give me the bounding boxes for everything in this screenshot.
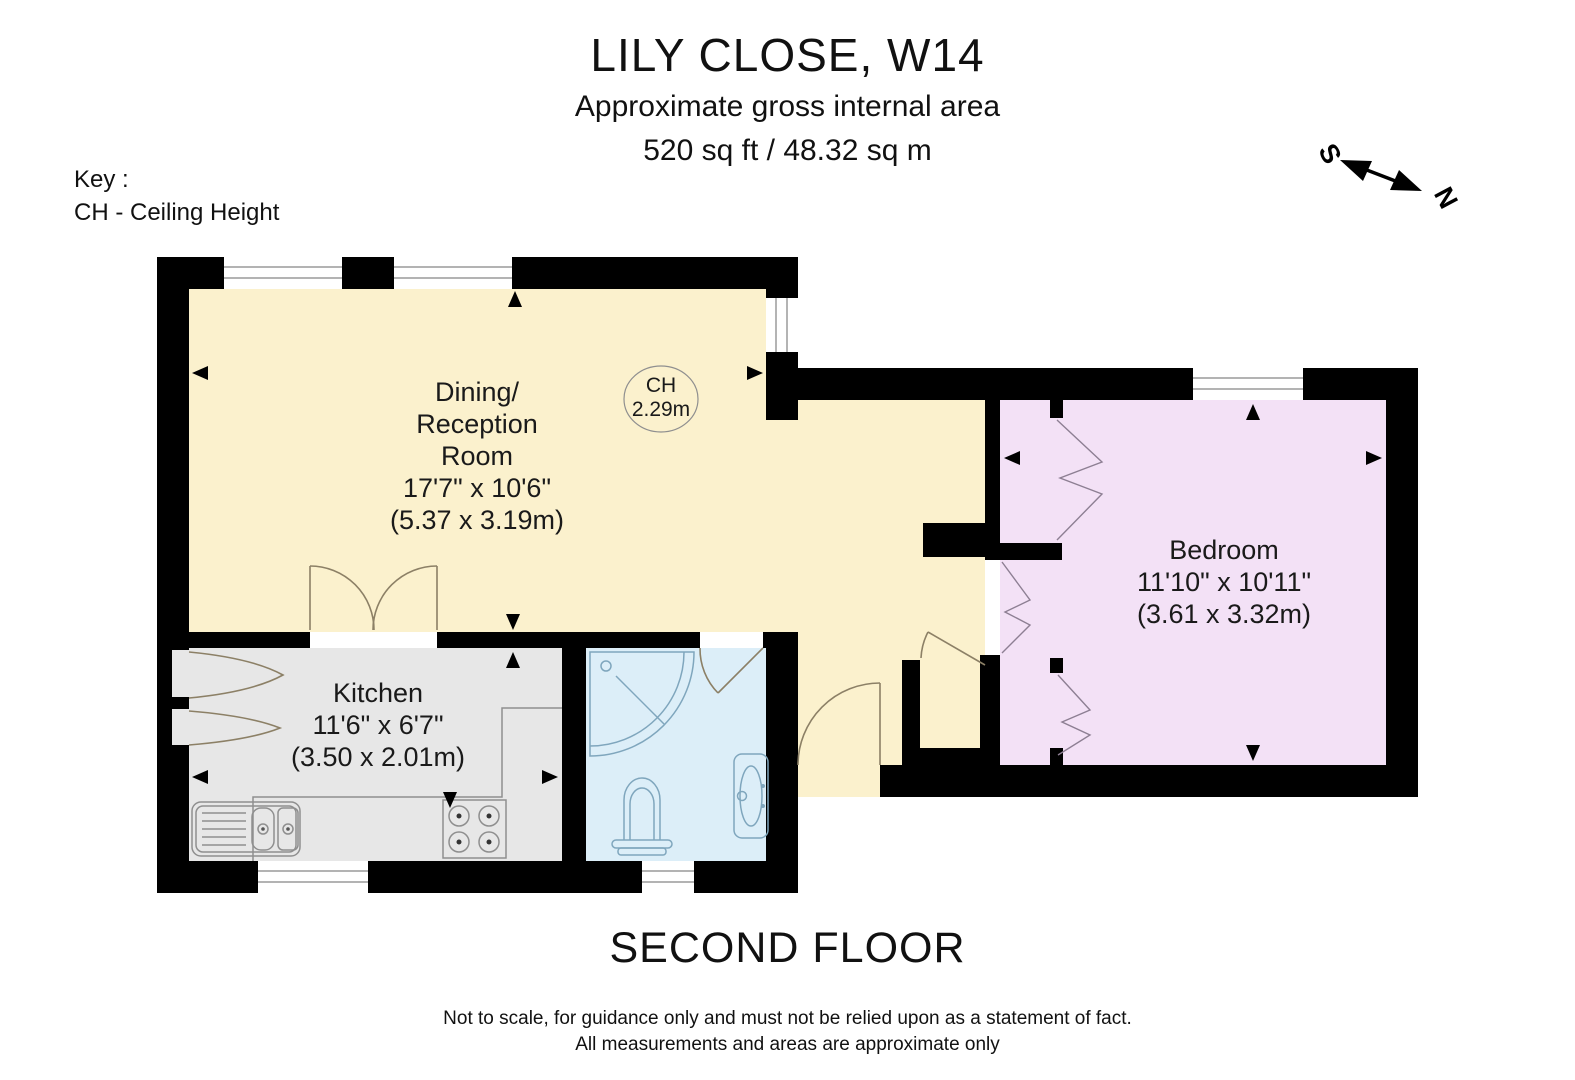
windows — [224, 257, 1303, 893]
window-dining-top-right — [394, 257, 512, 289]
compass-north-label: N — [1428, 182, 1464, 213]
window-dining-side — [766, 298, 798, 352]
window-bathroom-bottom — [642, 861, 694, 893]
window-bedroom-top — [1193, 368, 1303, 400]
dining-dims-metric: (5.37 x 3.19m) — [390, 505, 564, 535]
ceiling-height-badge: CH 2.29m — [623, 365, 699, 433]
kitchen-dims-imperial: 11'6" x 6'7" — [312, 710, 443, 740]
sink-icon — [191, 801, 301, 857]
dining-name-3: Room — [441, 441, 513, 471]
kitchen-cupboard-doors — [188, 651, 285, 746]
basin-icon — [733, 753, 769, 839]
key-label: Key : — [74, 166, 129, 193]
disclaimer-line-1: Not to scale, for guidance only and must… — [443, 1008, 1132, 1029]
dimension-arrows — [192, 291, 1382, 808]
ch-label: CH — [646, 374, 676, 397]
dining-name-1: Dining/ — [435, 377, 520, 407]
disclaimer-line-2: All measurements and areas are approxima… — [575, 1034, 1000, 1055]
dining-dims-imperial: 17'7" x 10'6" — [403, 473, 551, 503]
door-hall-cupboard — [920, 631, 986, 666]
room-areas — [189, 289, 1386, 861]
room-labels: Dining/ Reception Room 17'7" x 10'6" (5.… — [291, 377, 1311, 772]
dining-name-2: Reception — [416, 409, 538, 439]
kitchen-niche-bottom — [172, 709, 189, 745]
kitchen-dims-metric: (3.50 x 2.01m) — [291, 742, 465, 772]
floor-label: SECOND FLOOR — [609, 924, 966, 972]
key-entry-ch: CH - Ceiling Height — [74, 199, 280, 226]
kitchen-fixtures — [191, 707, 562, 861]
bedroom-area — [1000, 400, 1386, 765]
doors — [188, 419, 1104, 766]
subtitle: Approximate gross internal area — [574, 90, 1001, 123]
double-door-dining-kitchen — [309, 565, 438, 631]
hallway-area — [798, 400, 985, 765]
ch-value: 2.29m — [632, 398, 690, 421]
bedroom-wardrobe-bifold-doors — [1001, 419, 1104, 756]
page-title: LILY CLOSE, W14 — [590, 29, 985, 81]
compass-south-label: S — [1312, 139, 1347, 169]
bedroom-dims-metric: (3.61 x 3.32m) — [1137, 599, 1311, 629]
window-kitchen-bottom — [258, 861, 368, 893]
compass-icon: S N — [1312, 139, 1463, 214]
door-bathroom — [699, 647, 764, 694]
bathroom-area — [586, 648, 766, 861]
disclaimer: Not to scale, for guidance only and must… — [0, 1006, 1575, 1058]
kitchen-niche-top — [172, 650, 189, 697]
door-entry — [797, 682, 881, 766]
counter-edge — [252, 707, 562, 861]
key-block: Key : CH - Ceiling Height — [74, 163, 279, 229]
dining-hall-passage — [766, 420, 798, 648]
dining-room-area — [189, 289, 766, 632]
bathroom-fixtures — [589, 651, 769, 856]
hob-icon — [442, 799, 507, 859]
bedroom-name: Bedroom — [1169, 535, 1279, 565]
window-dining-top-left — [224, 257, 342, 289]
kitchen-area — [189, 648, 562, 861]
toilet-icon — [611, 777, 673, 856]
entry-recess-area — [798, 765, 880, 797]
bedroom-dims-imperial: 11'10" x 10'11" — [1137, 567, 1311, 597]
kitchen-name: Kitchen — [333, 678, 423, 708]
shower-icon — [589, 651, 695, 757]
gross-area-text: 520 sq ft / 48.32 sq m — [643, 134, 932, 167]
